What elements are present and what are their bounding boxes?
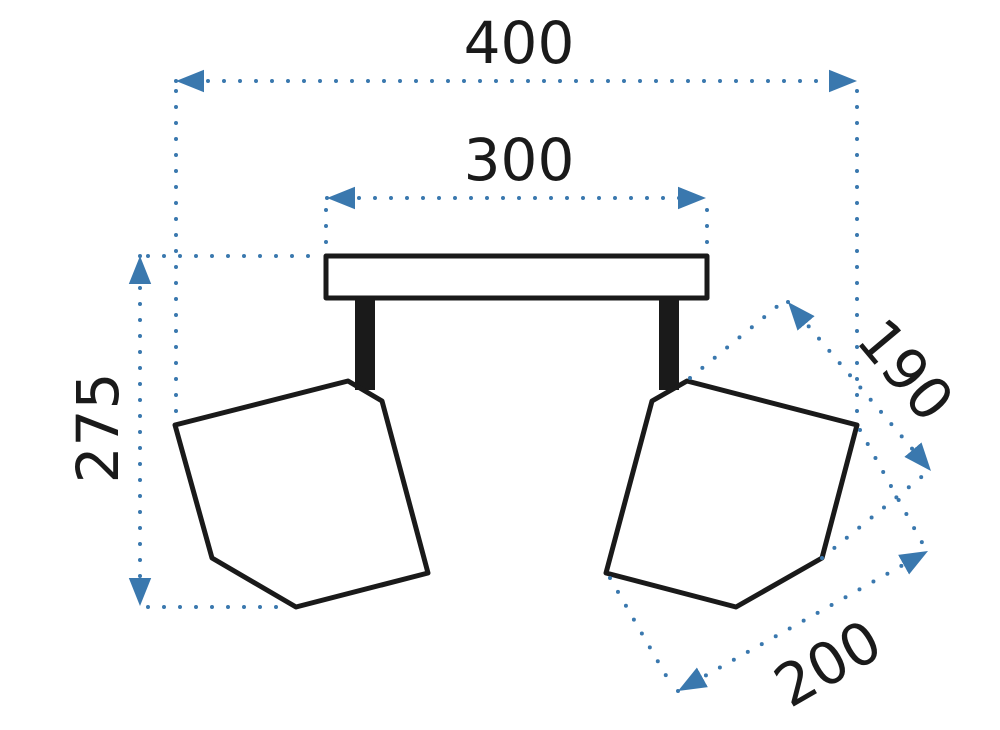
- dim-200-label: 200: [763, 607, 893, 721]
- dim-200-line: [676, 549, 930, 693]
- dimension-labels: 400 300 275 190 200: [64, 9, 967, 721]
- fixture: [172, 253, 860, 610]
- ceiling-base-plate: [323, 253, 710, 301]
- dimension-lines: [128, 69, 933, 693]
- left-stem: [355, 298, 375, 390]
- dim-190-ext-b: [820, 472, 927, 560]
- dim-275-label: 275: [64, 373, 132, 484]
- dim-190-line: [786, 300, 933, 473]
- dim-200-ext-b: [858, 428, 926, 548]
- left-shade: [172, 378, 431, 610]
- dim-190-ext-a: [688, 298, 787, 380]
- dim-300-label: 300: [464, 126, 575, 194]
- right-shade: [603, 378, 860, 610]
- dim-200-ext-a: [608, 576, 674, 688]
- dim-400-label: 400: [464, 9, 575, 77]
- right-stem: [659, 298, 679, 390]
- dim-190-label: 190: [844, 306, 967, 435]
